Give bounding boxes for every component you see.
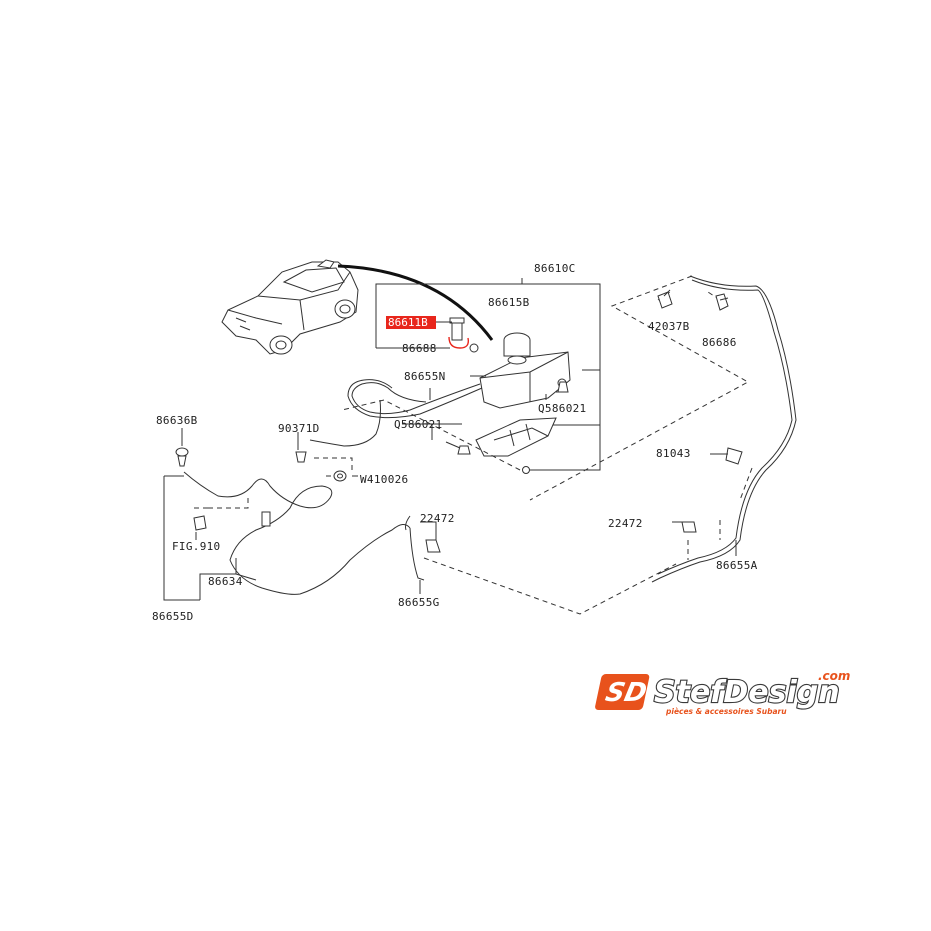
label-Q586021-b: Q586021 [394, 418, 442, 431]
stefdesign-logo: SD StefDesign .com pièces & accessoires … [595, 669, 850, 716]
grommet-86688 [469, 343, 479, 353]
label-22472-rear: 22472 [608, 517, 643, 530]
hose-86655N [309, 379, 483, 447]
logo-domain: .com [818, 669, 850, 683]
label-90371D: 90371D [278, 422, 320, 435]
label-86688: 86688 [402, 342, 437, 355]
part-labels: 86610C 86615B 86611B 86688 86655N Q58602… [152, 262, 758, 623]
label-86611B: 86611B [388, 316, 428, 329]
clip-22472-rear [681, 521, 697, 533]
clip-22472-front [425, 539, 441, 553]
label-86636B: 86636B [156, 414, 198, 427]
label-86610C: 86610C [534, 262, 576, 275]
label-86615B: 86615B [488, 296, 530, 309]
label-22472-front: 22472 [420, 512, 455, 525]
reservoir-assembly-box [375, 278, 601, 471]
label-86655G: 86655G [398, 596, 440, 609]
clip-86686 [715, 293, 729, 311]
car-illustration [221, 259, 359, 355]
washer-reservoir-tank [479, 332, 571, 409]
hose-86634 [183, 471, 425, 595]
label-86686: 86686 [702, 336, 737, 349]
logo-mark-bg [595, 674, 650, 710]
label-FIG910: FIG.910 [172, 540, 220, 553]
highlight-86611B [386, 316, 436, 329]
check-valve-86634 [261, 511, 271, 527]
label-W410026: W410026 [360, 473, 408, 486]
nozzle-86636B [175, 447, 189, 467]
leader-lines [163, 321, 737, 601]
label-86634: 86634 [208, 575, 243, 588]
label-42037B: 42037B [648, 320, 690, 333]
label-Q586021-a: Q586021 [538, 402, 586, 415]
logo-brand: StefDesign [654, 675, 840, 710]
logo-tagline: pièces & accessoires Subaru [665, 707, 787, 716]
washer-pump-86611B [448, 317, 470, 349]
bolt-icon [445, 381, 569, 455]
reservoir-bracket [475, 417, 557, 474]
label-86655N: 86655N [404, 370, 446, 383]
logo-mark: SD [603, 678, 650, 708]
clip-FIG910 [193, 515, 207, 531]
label-81043: 81043 [656, 447, 691, 460]
label-86655A: 86655A [716, 559, 758, 572]
pointer-arc [337, 264, 494, 341]
label-86655D: 86655D [152, 610, 194, 623]
clip-90371D [295, 451, 307, 463]
clip-42037B [657, 289, 673, 309]
hose-86655A [651, 275, 797, 583]
grommet-81043 [725, 447, 743, 465]
nut-W410026 [333, 470, 347, 482]
